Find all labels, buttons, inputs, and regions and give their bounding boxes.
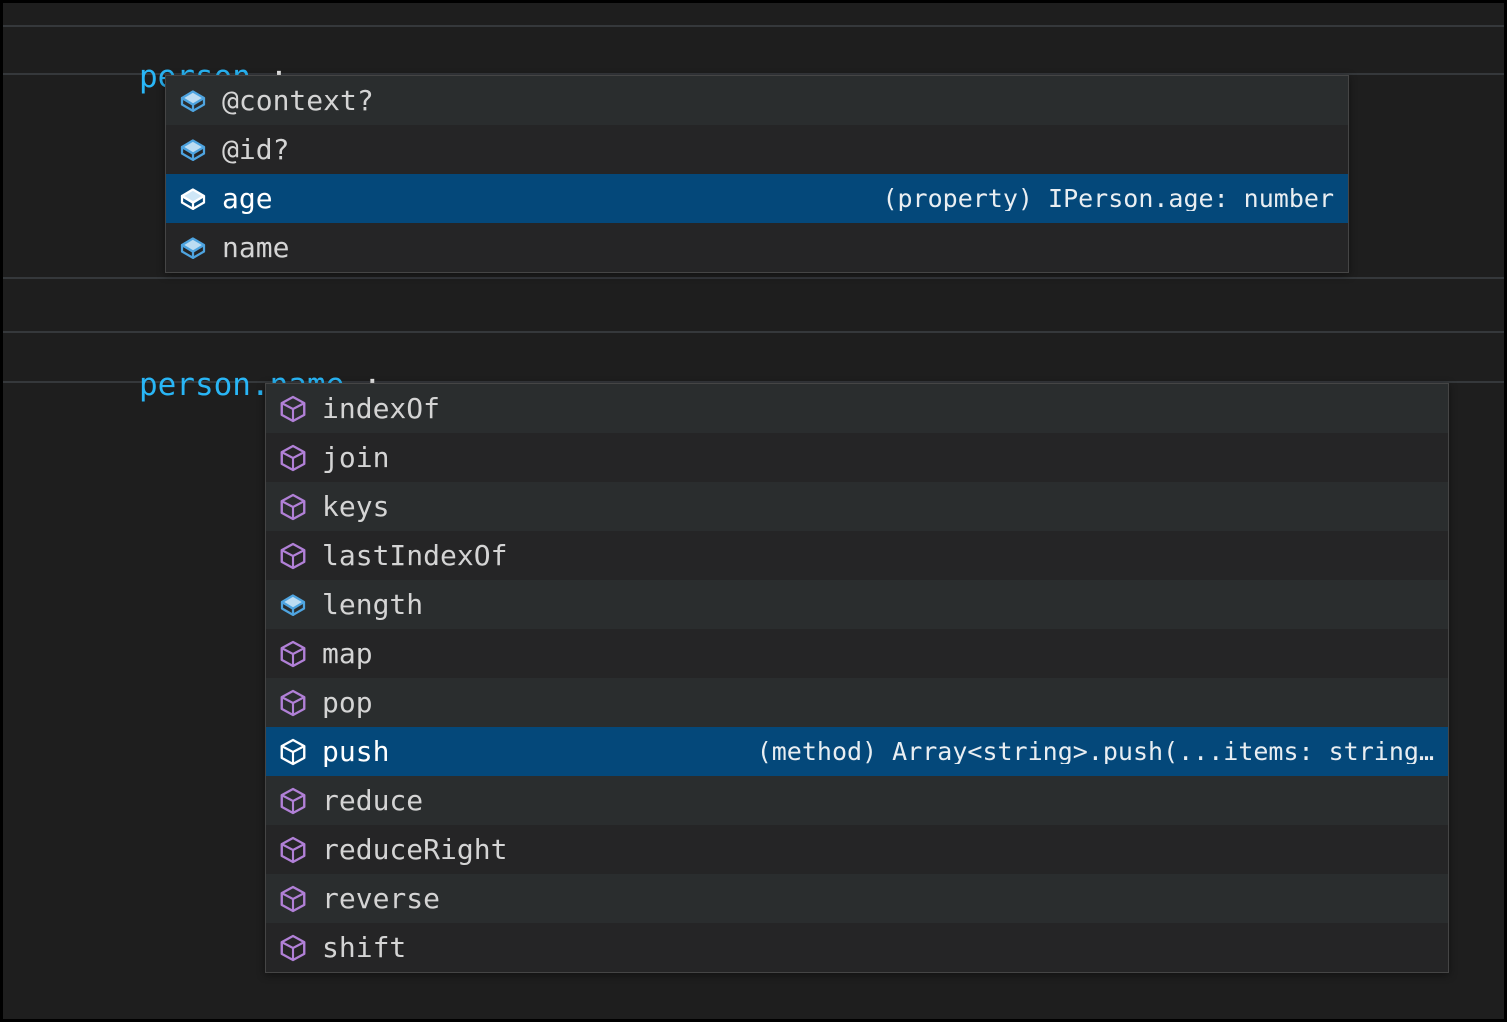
suggest-item-detail: (method) Array<string>.push(...items: st… [756,739,1434,764]
property-cube-icon [180,236,206,259]
suggest-item-keys[interactable]: keys [266,482,1448,531]
suggest-item-reduce[interactable]: reduce [266,776,1448,825]
suggest-item-label: reduce [322,783,424,817]
suggest-item-label: length [322,587,424,621]
editor-divider [3,73,1504,75]
editor-divider [3,277,1504,279]
property-cube-icon [280,593,306,616]
method-cube-icon [280,640,306,667]
suggest-item-label: @context? [222,83,374,117]
suggest-item-map[interactable]: map [266,629,1448,678]
method-cube-icon [280,787,306,814]
suggest-item-reduceright[interactable]: reduceRight [266,825,1448,874]
suggest-widget-person-members[interactable]: @context? @id? age (property) IPerson.age: … [165,75,1349,273]
suggest-widget-array-members[interactable]: indexOf join keys lastIndexOf length map pop pu… [265,383,1449,973]
property-cube-icon [180,187,206,210]
suggest-item-label: join [322,440,390,474]
suggest-item-label: shift [322,930,407,964]
suggest-item-label: reverse [322,881,441,915]
editor-divider [3,381,1504,383]
property-cube-icon [180,138,206,161]
suggest-item-label: map [322,636,373,670]
suggest-item-id[interactable]: @id? [166,125,1348,174]
editor-canvas: person.; person.name.; @context?@id?age(… [3,3,1504,1019]
suggest-item-age[interactable]: age (property) IPerson.age: number [166,174,1348,223]
suggest-item-label: lastIndexOf [322,538,508,572]
suggest-item-pop[interactable]: pop [266,678,1448,727]
suggest-item-lastindexof[interactable]: lastIndexOf [266,531,1448,580]
method-cube-icon [280,689,306,716]
method-cube-icon [280,885,306,912]
suggest-item-label: keys [322,489,390,523]
method-cube-icon [280,934,306,961]
suggest-item-push[interactable]: push (method) Array<string>.push(...items… [266,727,1448,776]
suggest-item-label: age [222,181,273,215]
method-cube-icon [280,836,306,863]
suggest-item-label: pop [322,685,373,719]
suggest-item-label: reduceRight [322,832,508,866]
suggest-item-indexof[interactable]: indexOf [266,384,1448,433]
suggest-item-context[interactable]: @context? [166,76,1348,125]
method-cube-icon [280,444,306,471]
method-cube-icon [280,542,306,569]
editor-divider [3,25,1504,27]
suggest-item-length[interactable]: length [266,580,1448,629]
suggest-item-label: push [322,734,390,768]
suggest-item-label: name [222,230,290,264]
suggest-item-label: indexOf [322,391,441,425]
method-cube-icon [280,493,306,520]
suggest-item-name[interactable]: name [166,223,1348,272]
editor-divider [3,331,1504,333]
suggest-item-shift[interactable]: shift [266,923,1448,972]
suggest-item-detail: (property) IPerson.age: number [882,186,1334,211]
property-cube-icon [180,89,206,112]
method-cube-icon [280,738,306,765]
suggest-item-reverse[interactable]: reverse [266,874,1448,923]
suggest-item-join[interactable]: join [266,433,1448,482]
method-cube-icon [280,395,306,422]
suggest-item-label: @id? [222,132,290,166]
